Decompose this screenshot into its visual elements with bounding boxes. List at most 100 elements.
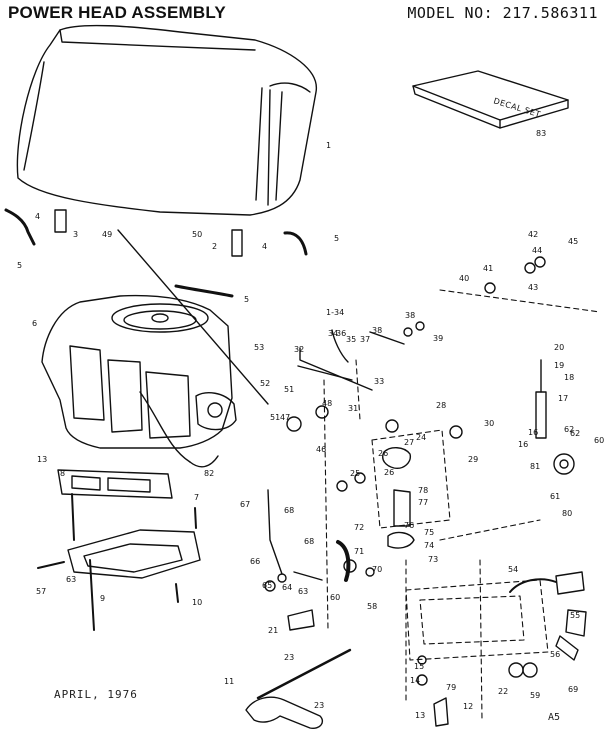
callout-7: 7 bbox=[194, 493, 199, 502]
callout-82: 82 bbox=[204, 469, 214, 478]
callout-26: 26 bbox=[384, 468, 394, 477]
callout-37: 37 bbox=[360, 335, 370, 344]
decal-set-box bbox=[412, 70, 569, 129]
callout-44: 44 bbox=[532, 246, 542, 255]
callout-1-34: 1-34 bbox=[326, 308, 344, 317]
callout-59: 59 bbox=[530, 691, 540, 700]
callout-35: 35 bbox=[346, 335, 356, 344]
callout-47: 47 bbox=[280, 413, 290, 422]
power-head-block bbox=[41, 294, 237, 468]
callout-66: 66 bbox=[250, 557, 260, 566]
callout-62: 62 bbox=[564, 425, 574, 434]
callout-75: 75 bbox=[424, 528, 434, 537]
callout-39: 39 bbox=[433, 334, 443, 343]
callout-63: 63 bbox=[66, 575, 76, 584]
callout-5: 5 bbox=[244, 295, 249, 304]
callout-79: 79 bbox=[446, 683, 456, 692]
callout-63: 63 bbox=[298, 587, 308, 596]
callout-77: 77 bbox=[418, 498, 428, 507]
callout-24: 24 bbox=[416, 433, 426, 442]
callout-62: 62 bbox=[570, 429, 580, 438]
callout-23: 23 bbox=[314, 701, 324, 710]
callout-16: 16 bbox=[518, 440, 528, 449]
callout-4: 4 bbox=[35, 212, 40, 221]
callout-16: 16 bbox=[528, 428, 538, 437]
adapter-plate bbox=[67, 529, 201, 579]
callout-60: 60 bbox=[330, 593, 340, 602]
callout-58: 58 bbox=[367, 602, 377, 611]
callout-60: 60 bbox=[594, 436, 604, 445]
callout-48: 48 bbox=[322, 399, 332, 408]
callout-22: 22 bbox=[498, 687, 508, 696]
callout-38: 38 bbox=[372, 326, 382, 335]
callout-31: 31 bbox=[348, 404, 358, 413]
callout-67: 67 bbox=[240, 500, 250, 509]
callout-11: 11 bbox=[224, 677, 234, 686]
callout-42: 42 bbox=[528, 230, 538, 239]
callout-13: 13 bbox=[37, 455, 47, 464]
callout-61: 61 bbox=[550, 492, 560, 501]
callout-36: 36 bbox=[336, 329, 346, 338]
callout-20: 20 bbox=[554, 343, 564, 352]
revision-date: APRIL, 1976 bbox=[54, 688, 138, 701]
callout-56: 56 bbox=[550, 650, 560, 659]
callout-23: 23 bbox=[284, 653, 294, 662]
callout-10: 10 bbox=[192, 598, 202, 607]
callout-64: 64 bbox=[282, 583, 292, 592]
callout-50: 50 bbox=[192, 230, 202, 239]
callout-25: 25 bbox=[350, 469, 360, 478]
callout-43: 43 bbox=[528, 283, 538, 292]
callout-68: 68 bbox=[284, 506, 294, 515]
callout-73: 73 bbox=[428, 555, 438, 564]
callout-69: 69 bbox=[568, 685, 578, 694]
callout-68: 68 bbox=[304, 537, 314, 546]
callout-51: 51 bbox=[284, 385, 294, 394]
callout-52: 52 bbox=[260, 379, 270, 388]
callout-45: 45 bbox=[568, 237, 578, 246]
callout-76: 76 bbox=[404, 521, 414, 530]
callout-78: 78 bbox=[418, 486, 428, 495]
callout-80: 80 bbox=[562, 509, 572, 518]
callout-1: 1 bbox=[326, 141, 331, 150]
callout-3: 3 bbox=[73, 230, 78, 239]
callout-54: 54 bbox=[508, 565, 518, 574]
callout-34: 34 bbox=[328, 329, 338, 338]
callout-13: 13 bbox=[415, 711, 425, 720]
callout-19: 19 bbox=[554, 361, 564, 370]
callout-12: 12 bbox=[463, 702, 473, 711]
callout-83: 83 bbox=[536, 129, 546, 138]
callout-29: 29 bbox=[468, 455, 478, 464]
callout-40: 40 bbox=[459, 274, 469, 283]
decal-set-label: DECAL SET bbox=[492, 96, 541, 119]
callout-4: 4 bbox=[262, 242, 267, 251]
callout-72: 72 bbox=[354, 523, 364, 532]
callout-18: 18 bbox=[564, 373, 574, 382]
callout-38: 38 bbox=[405, 311, 415, 320]
callout-2: 2 bbox=[212, 242, 217, 251]
callout-6: 6 bbox=[32, 319, 37, 328]
motor-cover bbox=[16, 24, 317, 216]
page-code: A5 bbox=[548, 712, 561, 723]
callout-81: 81 bbox=[530, 462, 540, 471]
callout-41: 41 bbox=[483, 264, 493, 273]
callout-49: 49 bbox=[102, 230, 112, 239]
callout-51: 51 bbox=[270, 413, 280, 422]
callout-65: 65 bbox=[262, 581, 272, 590]
callout-55: 55 bbox=[570, 611, 580, 620]
callout-5: 5 bbox=[17, 261, 22, 270]
diagram-title: POWER HEAD ASSEMBLY bbox=[8, 3, 226, 22]
callout-14: 14 bbox=[410, 676, 420, 685]
callout-17: 17 bbox=[558, 394, 568, 403]
callout-5: 5 bbox=[334, 234, 339, 243]
callout-8: 8 bbox=[60, 469, 65, 478]
callout-30: 30 bbox=[484, 419, 494, 428]
callout-33: 33 bbox=[374, 377, 384, 386]
callout-28: 28 bbox=[436, 401, 446, 410]
callout-70: 70 bbox=[372, 565, 382, 574]
callout-9: 9 bbox=[100, 594, 105, 603]
callout-27: 27 bbox=[404, 438, 414, 447]
callout-26: 26 bbox=[378, 449, 388, 458]
model-number: MODEL NO: 217.586311 bbox=[407, 4, 598, 22]
